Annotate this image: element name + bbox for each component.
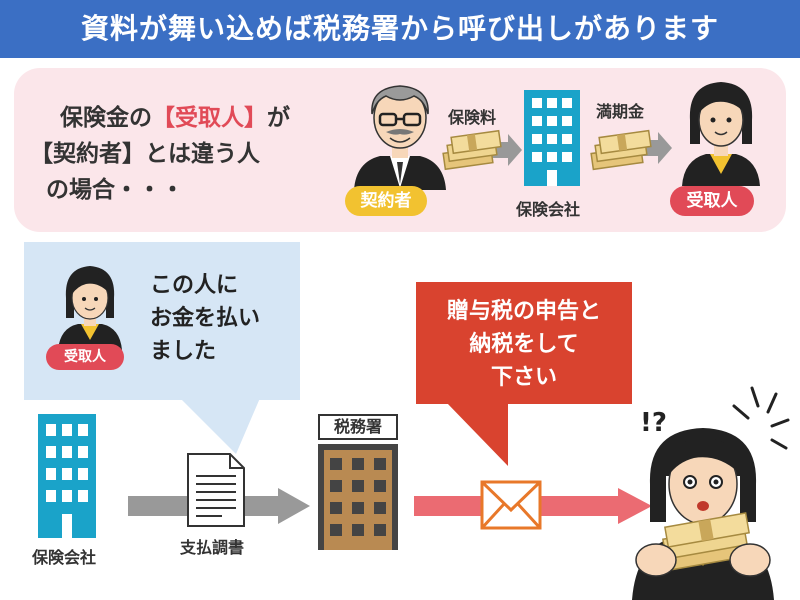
premium-label: 保険料 <box>448 108 497 127</box>
contractor-badge: 契約者 <box>345 186 427 216</box>
insurance-company-building-icon <box>524 90 580 186</box>
top-text-line1: 保険金の【受取人】が <box>60 98 290 132</box>
top-text-highlight: 【受取人】 <box>152 105 267 131</box>
red-bubble-line3: 下さい <box>490 365 557 390</box>
blue-speech-bubble <box>24 242 300 400</box>
payment-document-icon <box>187 453 245 527</box>
bubble-recipient-person-icon <box>58 266 122 350</box>
recipient-badge: 受取人 <box>670 186 754 216</box>
premium-money-icon <box>442 129 522 171</box>
surprise-mark: !? <box>640 408 667 438</box>
blue-bubble-line1: この人に <box>150 273 239 298</box>
red-speech-bubble <box>416 282 632 404</box>
top-text-line1-post: が <box>267 105 290 131</box>
tax-office-building-icon <box>318 444 398 550</box>
payment-document-label: 支払調書 <box>180 538 245 557</box>
blue-bubble-tail <box>180 398 260 454</box>
surprised-recipient-person-icon <box>632 428 774 600</box>
maturity-money-icon <box>590 129 672 171</box>
maturity-label: 満期金 <box>596 102 645 121</box>
red-bubble-line1: 贈与税の申告と <box>446 299 601 324</box>
red-bubble-line2: 納税をして <box>469 332 579 357</box>
top-text-line3: の場合・・・ <box>46 177 184 203</box>
recipient-person-icon <box>682 82 760 186</box>
page-title: 資料が舞い込めば税務署から呼び出しがあります <box>80 12 719 45</box>
top-text-line2: 【契約者】とは違う人 <box>30 141 260 167</box>
title-bar <box>0 0 800 58</box>
insurance-company-label-bottom: 保険会社 <box>32 548 97 567</box>
tax-office-sign: 税務署 <box>318 414 398 440</box>
blue-bubble-line2: お金を払い <box>150 306 261 331</box>
envelope-icon <box>480 480 542 530</box>
blue-bubble-line3: ました <box>150 339 217 364</box>
top-text-line1-pre: 保険金の <box>60 105 152 131</box>
insurance-company-building-icon-bottom <box>38 414 96 538</box>
red-bubble-tail <box>446 402 508 466</box>
bubble-recipient-badge: 受取人 <box>46 344 124 370</box>
insurance-company-label: 保険会社 <box>516 200 581 219</box>
contractor-person-icon <box>354 85 446 190</box>
shock-lines-icon <box>732 386 790 450</box>
